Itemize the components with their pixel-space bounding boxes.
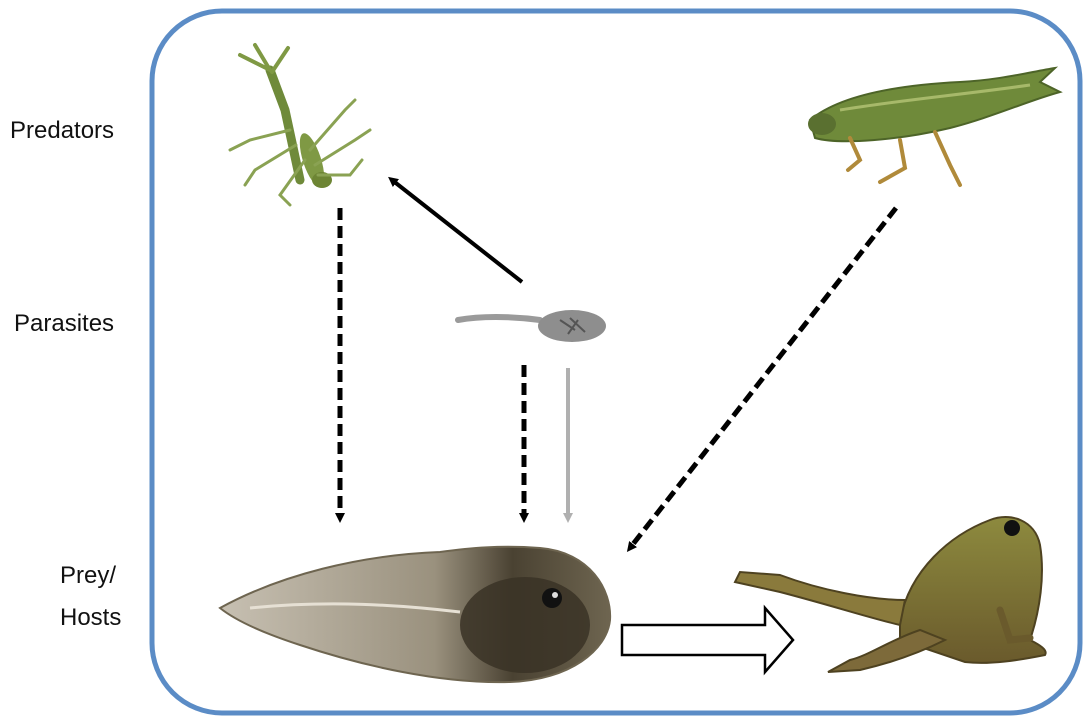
damselfly-nymph-icon [230,45,370,205]
arrow-dragonfly-to-tadpole [630,208,896,548]
tadpole-icon [220,547,610,682]
cercaria-parasite-icon [458,310,606,342]
arrow-tadpole-to-frog [622,608,793,672]
dragonfly-nymph-icon [808,68,1060,185]
arrow-parasite-to-damselfly [392,180,522,282]
